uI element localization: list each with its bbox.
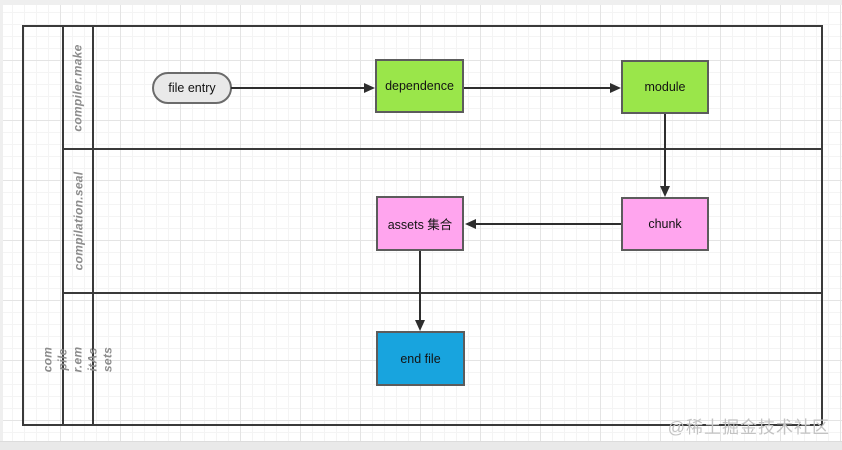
flow-node-assets-collection: assets 集合 [376,196,464,251]
edge-assets-to-end-file-arrowhead-icon [415,320,425,331]
node-label: assets 集合 [387,218,453,232]
lane-label-text: compilation.seal [71,171,86,271]
edge-chunk-to-assets-arrowhead-icon [465,219,476,229]
edge-assets-to-end-file [419,251,421,320]
flow-node-end-file: end file [376,331,465,386]
lane-separator-1 [63,148,823,150]
edge-chunk-to-assets [476,223,621,225]
flow-node-chunk: chunk [621,197,709,251]
lane-label-text: compiler.make [71,43,85,132]
flow-node-file-entry: file entry [152,72,232,104]
node-label: chunk [648,217,682,231]
node-label: file entry [168,81,216,95]
node-label: module [644,80,686,94]
canvas-top-edge [0,0,842,5]
flow-node-dependence: dependence [375,59,464,113]
juejin-watermark: @稀土掘金技术社区 [667,418,830,437]
flow-node-module: module [621,60,709,114]
node-label: dependence [385,79,454,93]
lane-label-compiler-make: compiler.make [64,27,92,148]
canvas-left-edge [0,0,3,450]
edge-file-entry-to-dependence [231,87,365,89]
canvas-bottom-edge [0,441,842,450]
node-label: end file [400,351,441,366]
edge-dependence-to-module [464,87,611,89]
lane-label-compiler-emitassets: compiler.emitAssets [41,294,115,424]
lane-label-divider [92,25,94,426]
edge-module-to-chunk-arrowhead-icon [660,186,670,197]
edge-dependence-to-module-arrowhead-icon [610,83,621,93]
edge-module-to-chunk [664,114,666,187]
lane-label-text: compiler.emitAssets [40,346,115,372]
lane-label-compilation-seal: compilation.seal [64,150,92,292]
edge-file-entry-to-dependence-arrowhead-icon [364,83,375,93]
swimlane-pool [22,25,823,426]
lane-separator-2 [63,292,823,294]
pool-title-divider [62,25,64,426]
